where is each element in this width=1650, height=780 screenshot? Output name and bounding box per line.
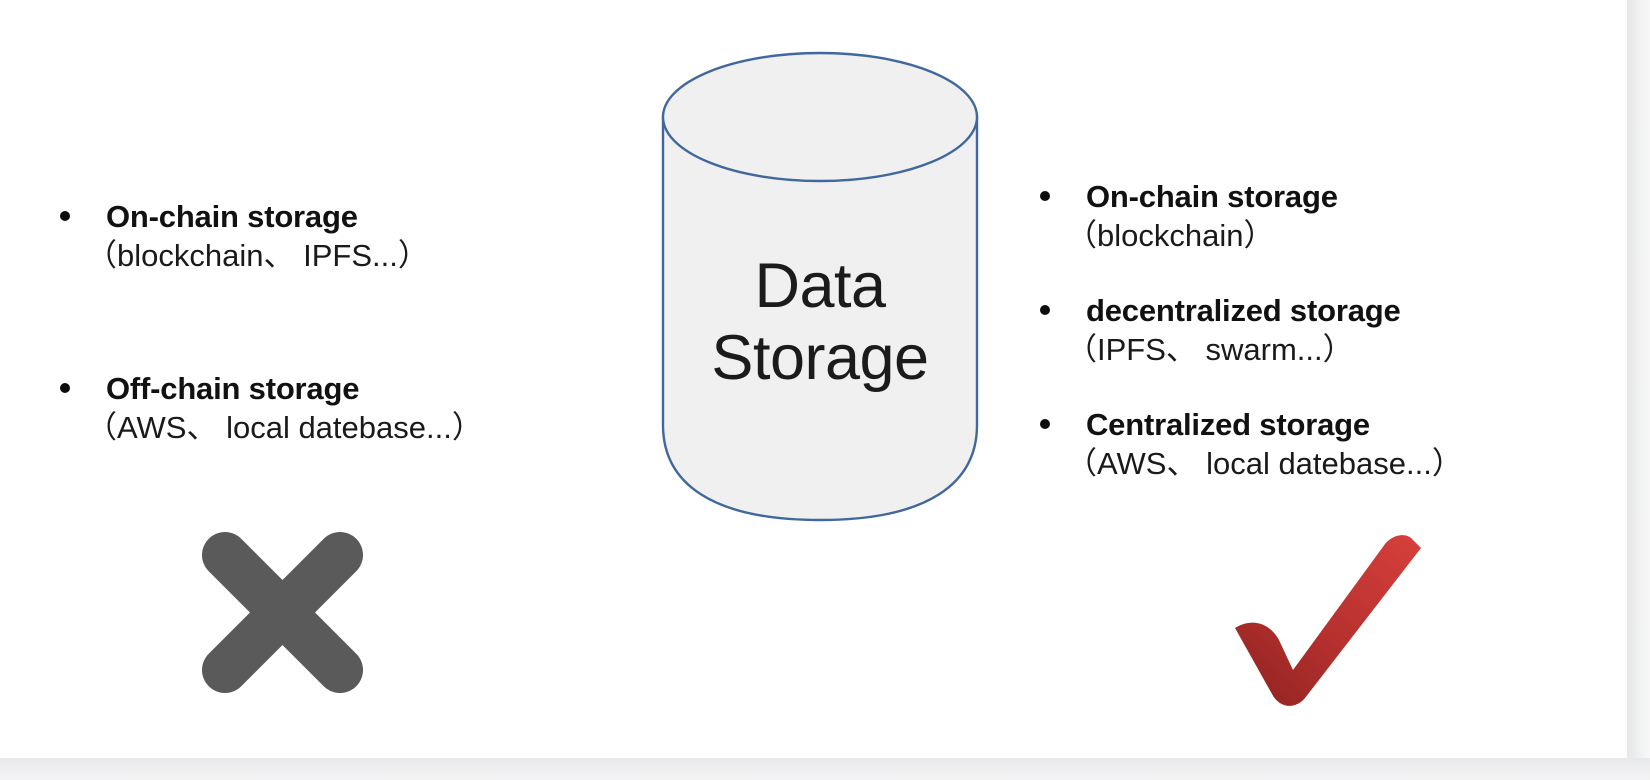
bullet-heading-row: Off-chain storage [60,370,483,408]
check-mark-icon [1235,535,1421,706]
bullet-heading: Off-chain storage [106,371,360,406]
bullet-heading: Centralized storage [1086,407,1370,442]
bullet-detail: （AWS、 local datebase...） [86,410,483,445]
bullet-dot-icon [1040,419,1050,429]
bullet-dot-icon [1040,305,1050,315]
bullet-detail: （IPFS、 swarm...） [1066,332,1354,367]
bullet-detail: （blockchain） [1066,218,1275,253]
bullet-dot-icon [60,211,70,221]
database-cylinder-icon [661,51,979,522]
bullet-heading-row: On-chain storage [1040,178,1338,216]
left-verdict-mark [195,525,370,700]
list-item: On-chain storage （blockchain） [1040,178,1338,256]
bullet-heading-row: decentralized storage [1040,292,1401,330]
bullet-heading: decentralized storage [1086,293,1401,328]
bullet-heading-row: On-chain storage [60,198,429,236]
list-item: decentralized storage （IPFS、 swarm...） [1040,292,1401,370]
list-item: On-chain storage （blockchain、 IPFS...） [60,198,429,276]
bullet-detail: （AWS、 local datebase...） [1066,446,1463,481]
list-item: Off-chain storage （AWS、 local datebase..… [60,370,483,448]
cross-mark-icon [202,532,363,693]
bottom-edge-shading [0,758,1650,780]
bullet-dot-icon [60,383,70,393]
bullet-heading: On-chain storage [1086,179,1338,214]
bullet-detail: （blockchain、 IPFS...） [86,238,429,273]
bullet-heading-row: Centralized storage [1040,406,1463,444]
bullet-heading: On-chain storage [106,199,358,234]
right-edge-shading [1627,0,1650,758]
list-item: Centralized storage （AWS、 local datebase… [1040,406,1463,484]
right-verdict-mark [1225,530,1435,710]
data-storage-cylinder: Data Storage [620,20,1020,540]
bullet-dot-icon [1040,191,1050,201]
